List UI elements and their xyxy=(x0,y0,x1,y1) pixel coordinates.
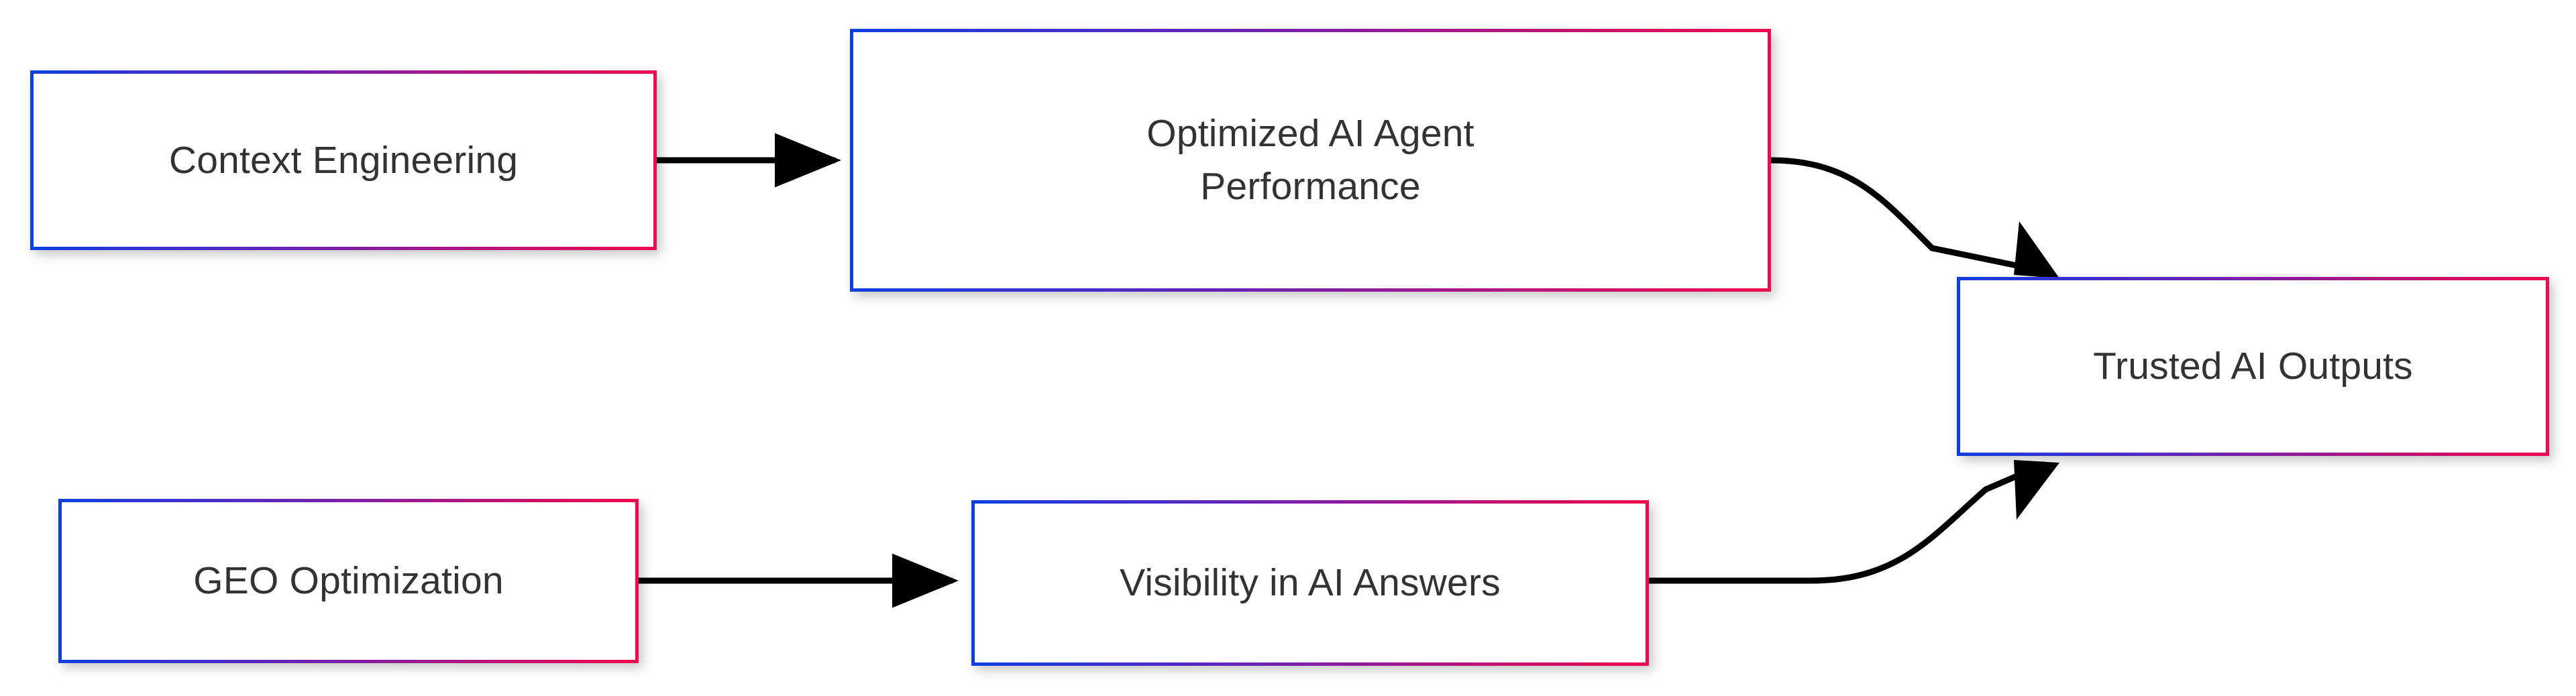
node-optimized-performance[interactable]: Optimized AI Agent Performance xyxy=(850,29,1771,292)
node-label: Visibility in AI Answers xyxy=(1120,561,1501,605)
node-label: Context Engineering xyxy=(168,138,519,182)
node-label: Optimized AI Agent Performance xyxy=(1146,112,1474,208)
node-label: Trusted AI Outputs xyxy=(2093,345,2413,388)
edge-visibility-to-trusted xyxy=(1649,460,2059,584)
node-geo-optimization[interactable]: GEO Optimization xyxy=(58,499,639,663)
node-visibility-answers[interactable]: Visibility in AI Answers xyxy=(971,500,1649,666)
node-context-engineering[interactable]: Context Engineering xyxy=(30,70,657,250)
node-label: GEO Optimization xyxy=(193,559,504,603)
node-trusted-outputs[interactable]: Trusted AI Outputs xyxy=(1957,277,2549,456)
edge-optimized-to-trusted xyxy=(1770,157,2059,278)
